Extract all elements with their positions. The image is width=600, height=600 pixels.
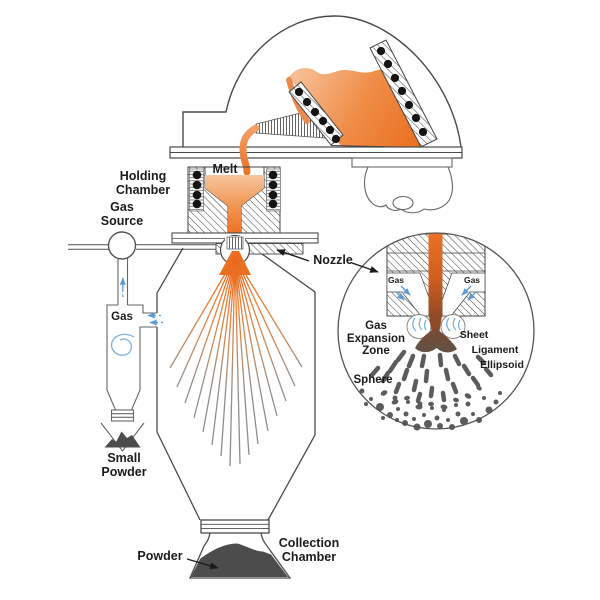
powder-label: Powder: [137, 549, 183, 563]
tilt-mechanism: [351, 157, 453, 214]
nozzle-label: Nozzle: [313, 253, 353, 267]
inset-gas-left-label: Gas: [387, 275, 405, 285]
gas-supply-pipes: [68, 244, 216, 305]
collection-chamber-label: Collection Chamber: [278, 536, 340, 564]
inset-gas-right-label: Gas: [463, 275, 481, 285]
spray-cone: [169, 251, 303, 467]
melt-label: Melt: [212, 162, 238, 176]
melt-pool: [205, 175, 264, 233]
gas-source-label: Gas Source: [100, 200, 144, 228]
small-powder-pile: [104, 431, 141, 448]
atomizer-tip: [226, 236, 244, 250]
cyclone-separator: [100, 304, 157, 452]
induction-coil-dots: [294, 46, 428, 144]
holding-chamber-body: [187, 166, 281, 234]
cyclone-swirl-icon: [110, 317, 461, 356]
heater-coil-dots: [192, 170, 278, 209]
crucible: [286, 39, 438, 151]
inset-sheet: [415, 328, 457, 353]
inset-ligaments: [369, 349, 494, 404]
ligament-label: Ligament: [471, 344, 519, 356]
inset-circle-outline: [337, 232, 535, 430]
inset-stream-neck: [429, 316, 442, 331]
inset-spheres: [359, 388, 502, 431]
sheet-label: Sheet: [459, 329, 489, 341]
nozzle-arrow-left: [276, 249, 310, 262]
melt-pour-stream: [239, 124, 260, 176]
inset-melt-stream: [428, 233, 443, 316]
cyclone-gas-label: Gas: [111, 311, 133, 323]
ellipsoid-label: Ellipsoid: [480, 359, 524, 371]
powder-arrow: [186, 558, 219, 570]
gas-expansion-zone-label: Gas Expansion Zone: [346, 320, 406, 358]
holding-chamber-label: Holding Chamber: [115, 169, 171, 197]
gas-source-valve: [107, 231, 137, 260]
furnace-base-plate: [169, 146, 463, 159]
atomization-chamber: [156, 247, 316, 579]
label-arrows: [186, 249, 379, 570]
gas-flow-arrows: [119, 277, 477, 326]
sphere-label: Sphere: [353, 374, 393, 386]
nozzle-arrow-right: [351, 262, 379, 273]
small-powder-label: Small Powder: [101, 451, 147, 479]
